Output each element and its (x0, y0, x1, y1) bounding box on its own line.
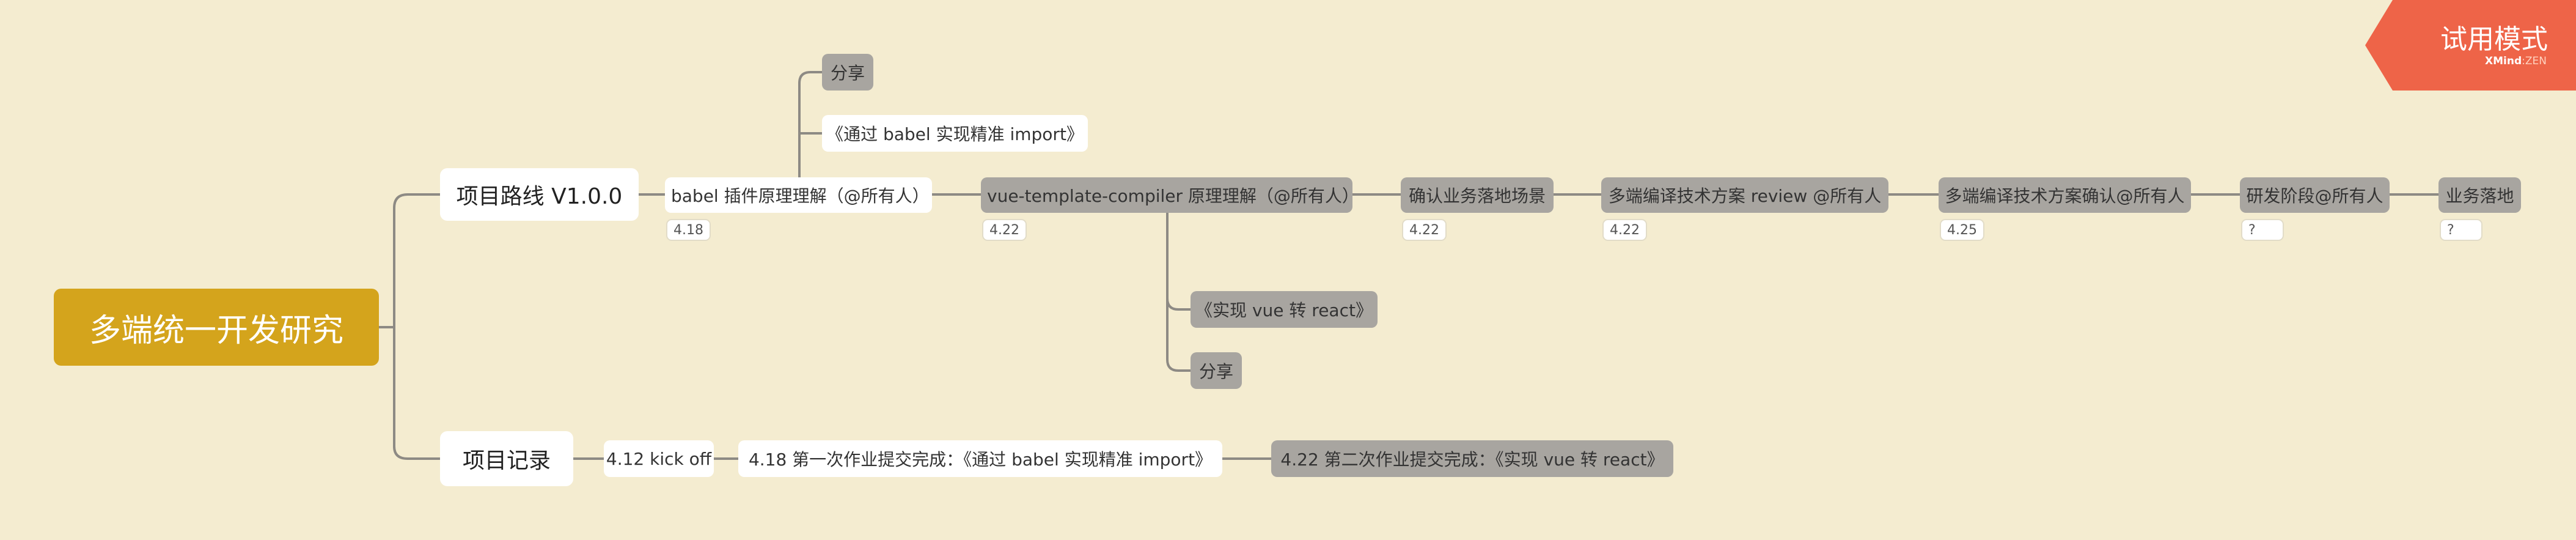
topic-babel-article[interactable]: 《通过 babel 实现精准 import》 (822, 115, 1088, 152)
trial-mode-title: 试用模式 (2440, 24, 2548, 55)
topic-review-label: 多端编译技术方案 review @所有人 (1608, 186, 1882, 206)
topic-first-submission[interactable]: 4.18 第一次作业提交完成：《通过 babel 实现精准 import》 (738, 440, 1222, 477)
date-label-confirm-plan: 4.25 (1940, 219, 1984, 241)
topic-confirm-scene[interactable]: 确认业务落地场景 (1401, 177, 1554, 213)
topic-confirm-scene-label: 确认业务落地场景 (1408, 186, 1546, 206)
topic-landing-label: 业务落地 (2445, 186, 2514, 206)
topic-vue-compiler-label: vue-template-compiler 原理理解（@所有人） (987, 186, 1359, 206)
topic-vue-article[interactable]: 《实现 vue 转 react》 (1191, 291, 1378, 328)
xmind-brand: XMind:ZEN (2485, 55, 2547, 67)
central-topic[interactable]: 多端统一开发研究 (54, 289, 379, 366)
date-label-vue-compiler: 4.22 (982, 219, 1027, 241)
topic-vue-compiler[interactable]: vue-template-compiler 原理理解（@所有人） (981, 177, 1359, 213)
topic-vue-share[interactable]: 分享 (1191, 352, 1242, 389)
topic-babel-share[interactable]: 分享 (822, 54, 873, 91)
topic-second-submission-label: 4.22 第二次作业提交完成：《实现 vue 转 react》 (1280, 449, 1664, 470)
topic-confirm-plan[interactable]: 多端编译技术方案确认@所有人 (1939, 177, 2191, 213)
date-label-confirm-scene: 4.22 (1402, 219, 1447, 241)
trial-badge-shape (2365, 0, 2576, 91)
topic-confirm-plan-label: 多端编译技术方案确认@所有人 (1945, 186, 2185, 206)
date-label-review: 4.22 (1602, 219, 1647, 241)
topic-dev-stage-label: 研发阶段@所有人 (2246, 186, 2383, 206)
topic-vue-share-label: 分享 (1198, 361, 1233, 382)
topic-babel-share-label: 分享 (830, 63, 865, 83)
topic-first-submission-label: 4.18 第一次作业提交完成：《通过 babel 实现精准 import》 (748, 449, 1213, 470)
central-topic-label: 多端统一开发研究 (89, 312, 343, 349)
date-label-dev-stage: ? (2241, 219, 2284, 241)
topic-second-submission[interactable]: 4.22 第二次作业提交完成：《实现 vue 转 react》 (1271, 440, 1673, 477)
topic-kickoff[interactable]: 4.12 kick off (604, 440, 714, 477)
date-label-babel: 4.18 (666, 219, 711, 241)
topic-records[interactable]: 项目记录 (440, 431, 573, 486)
topic-vue-article-label: 《实现 vue 转 react》 (1195, 300, 1373, 320)
topic-babel[interactable]: babel 插件原理理解（@所有人） (665, 177, 932, 213)
topic-landing[interactable]: 业务落地 (2438, 177, 2521, 213)
trial-mode-badge[interactable]: 试用模式 XMind:ZEN (2365, 0, 2576, 91)
topic-babel-label: babel 插件原理理解（@所有人） (671, 186, 930, 206)
topic-roadmap[interactable]: 项目路线 V1.0.0 (440, 168, 639, 221)
topic-roadmap-label: 项目路线 V1.0.0 (456, 184, 623, 209)
topic-records-label: 项目记录 (462, 448, 551, 473)
topic-babel-article-label: 《通过 babel 实现精准 import》 (826, 124, 1084, 144)
topic-kickoff-label: 4.12 kick off (606, 448, 712, 469)
topic-review[interactable]: 多端编译技术方案 review @所有人 (1601, 177, 1888, 213)
date-label-landing: ? (2440, 219, 2482, 241)
topic-dev-stage[interactable]: 研发阶段@所有人 (2240, 177, 2390, 213)
